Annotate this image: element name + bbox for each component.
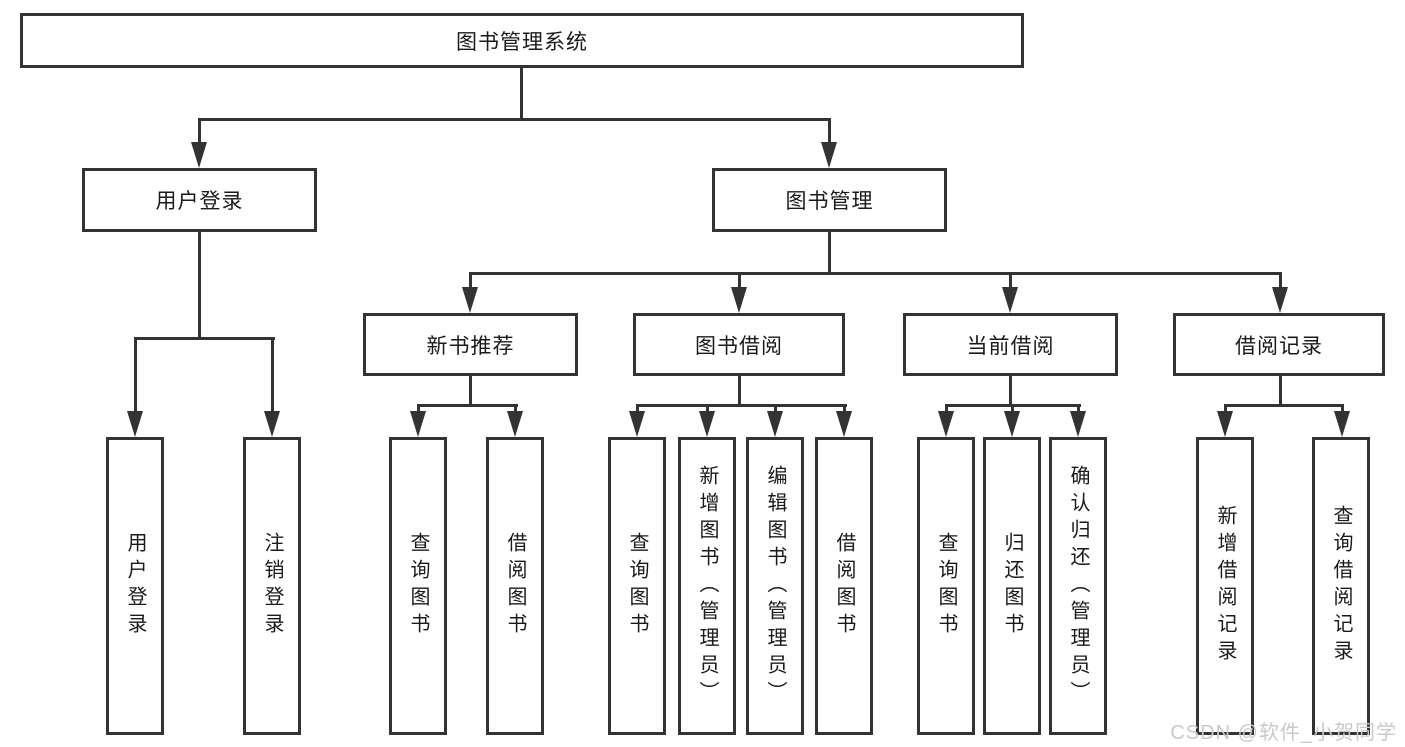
arrowhead	[1004, 411, 1020, 437]
arrowhead	[1217, 411, 1233, 437]
connector-line	[828, 232, 831, 275]
node-book-management: 图书管理	[712, 168, 947, 232]
connector-line	[198, 232, 201, 340]
connector-line	[1279, 376, 1282, 407]
leaf-user-login: 用户登录	[106, 437, 164, 735]
leaf-cb-confirm-return-admin: 确认归还（管理员）	[1049, 437, 1107, 735]
node-borrowing-records: 借阅记录	[1173, 313, 1385, 376]
connector-line	[636, 404, 847, 407]
leaf-br-query-record: 查询借阅记录	[1312, 437, 1370, 735]
connector-line	[636, 404, 639, 414]
leaf-nb-query-books: 查询图书	[389, 437, 447, 735]
arrowhead	[836, 411, 852, 437]
arrowhead	[731, 287, 747, 313]
connector-line	[1011, 404, 1014, 414]
connector-line	[738, 376, 741, 407]
connector-line	[738, 272, 741, 289]
leaf-cb-query-books: 查询图书	[917, 437, 975, 735]
leaf-nb-borrow-books: 借阅图书	[486, 437, 544, 735]
leaf-bb-add-books-admin: 新增图书（管理员）	[678, 437, 736, 735]
leaf-bb-query-books: 查询图书	[608, 437, 666, 735]
connector-line	[828, 118, 831, 146]
connector-line	[469, 272, 1282, 275]
leaf-bb-edit-books-admin: 编辑图书（管理员）	[746, 437, 804, 735]
connector-line	[945, 404, 948, 414]
leaf-logout: 注销登录	[243, 437, 301, 735]
connector-line	[1009, 376, 1012, 407]
connector-line	[469, 376, 472, 407]
arrowhead	[1002, 287, 1018, 313]
arrowhead	[410, 411, 426, 437]
arrowhead	[767, 411, 783, 437]
connector-line	[1009, 272, 1012, 289]
connector-line	[198, 118, 831, 121]
connector-line	[271, 337, 274, 413]
connector-line	[417, 404, 420, 414]
connector-line	[134, 337, 137, 413]
node-root: 图书管理系统	[20, 13, 1024, 68]
arrowhead	[629, 411, 645, 437]
arrowhead	[462, 287, 478, 313]
connector-line	[706, 404, 709, 414]
node-new-book-recommend: 新书推荐	[363, 313, 578, 376]
connector-line	[1224, 404, 1344, 407]
connector-line	[1077, 404, 1080, 414]
csdn-watermark: CSDN @软件_小贺同学	[1170, 722, 1397, 744]
arrowhead	[1070, 411, 1086, 437]
leaf-bb-borrow-books: 借阅图书	[815, 437, 873, 735]
node-current-borrowing: 当前借阅	[903, 313, 1118, 376]
connector-line	[843, 404, 846, 414]
arrowhead	[938, 411, 954, 437]
arrowhead	[699, 411, 715, 437]
connector-line	[198, 118, 201, 146]
connector-line	[134, 337, 275, 340]
connector-line	[774, 404, 777, 414]
arrowhead	[507, 411, 523, 437]
leaf-br-add-record: 新增借阅记录	[1196, 437, 1254, 735]
connector-line	[514, 404, 517, 414]
arrowhead	[1334, 411, 1350, 437]
connector-line	[417, 404, 518, 407]
node-user-login: 用户登录	[82, 168, 317, 232]
connector-line	[1279, 272, 1282, 289]
leaf-cb-return-books: 归还图书	[983, 437, 1041, 735]
arrowhead	[264, 411, 280, 437]
node-book-borrowing: 图书借阅	[633, 313, 845, 376]
arrowhead	[191, 142, 207, 168]
connector-line	[1341, 404, 1344, 414]
arrowhead	[1272, 287, 1288, 313]
arrowhead	[127, 411, 143, 437]
connector-line	[469, 272, 472, 289]
arrowhead	[821, 142, 837, 168]
connector-line	[520, 68, 523, 120]
connector-line	[1224, 404, 1227, 414]
